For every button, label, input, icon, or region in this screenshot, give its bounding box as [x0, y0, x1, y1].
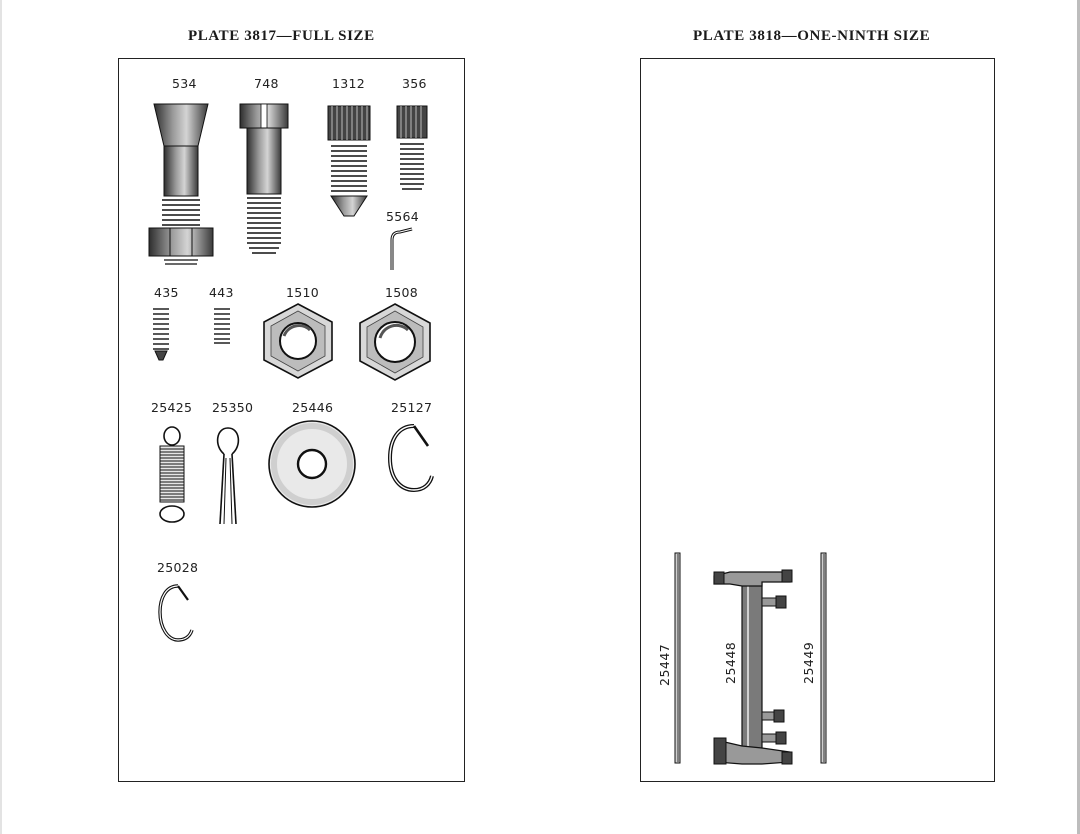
- part-label-25447: 25447: [657, 643, 672, 686]
- part-label-534: 534: [172, 76, 197, 91]
- plate-3818-title: PLATE 3818—ONE-NINTH SIZE: [693, 28, 931, 44]
- part-label-5564: 5564: [386, 209, 420, 224]
- screw-435-drawing: [153, 308, 169, 361]
- screw-1312-drawing: [327, 105, 371, 217]
- part-label-435: 435: [154, 285, 179, 300]
- hex-nut-1508-drawing: [359, 303, 431, 381]
- bolt-534-drawing: [148, 103, 214, 265]
- screw-356-drawing: [396, 105, 428, 190]
- part-label-1312: 1312: [332, 76, 366, 91]
- page-edge-left: [0, 0, 2, 834]
- part-label-25350: 25350: [212, 400, 254, 415]
- washer-25446-drawing: [268, 420, 356, 508]
- part-label-25127: 25127: [391, 400, 433, 415]
- part-label-1508: 1508: [385, 285, 419, 300]
- c-clip-25028-drawing: [158, 584, 194, 642]
- page-edge-right: [1077, 0, 1080, 834]
- screw-748-drawing: [239, 103, 289, 254]
- c-clip-25127-drawing: [387, 424, 434, 493]
- screw-443-drawing: [214, 308, 230, 344]
- part-label-25449: 25449: [801, 641, 816, 684]
- plate-3818-panel: [640, 58, 995, 782]
- spring-25425-drawing: [159, 426, 185, 523]
- wire-5564-drawing: [390, 227, 413, 270]
- part-label-748: 748: [254, 76, 279, 91]
- plate-3817-title: PLATE 3817—FULL SIZE: [188, 28, 375, 44]
- part-label-25028: 25028: [157, 560, 199, 575]
- cotter-pin-25350-drawing: [216, 427, 240, 525]
- part-label-443: 443: [209, 285, 234, 300]
- rod-25449-drawing: [820, 552, 827, 764]
- part-label-25446: 25446: [292, 400, 334, 415]
- rod-25447-drawing: [674, 552, 681, 764]
- part-label-356: 356: [402, 76, 427, 91]
- manifold-25448-drawing: [713, 569, 793, 765]
- plate-3817-panel: [118, 58, 465, 782]
- hex-nut-1510-drawing: [263, 303, 333, 379]
- part-label-1510: 1510: [286, 285, 320, 300]
- part-label-25425: 25425: [151, 400, 193, 415]
